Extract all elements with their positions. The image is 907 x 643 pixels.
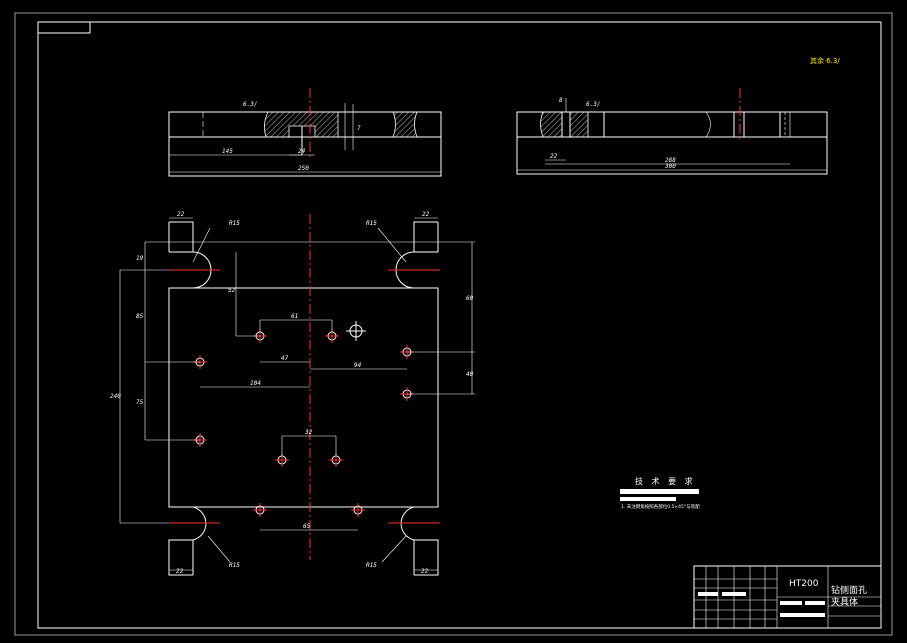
dim-61: 61 bbox=[291, 313, 298, 320]
dim-22-top-left: 22 bbox=[177, 211, 185, 218]
part-name-line1: 钻侧面孔 bbox=[831, 584, 867, 596]
section-right-dim-8: 8 bbox=[559, 97, 563, 104]
dim-94: 94 bbox=[354, 362, 362, 369]
dim-r15-top-right: R15 bbox=[366, 220, 377, 227]
dim-22-bottom-right: 22 bbox=[421, 568, 429, 575]
outer-border bbox=[14, 12, 893, 636]
inner-border bbox=[37, 21, 882, 629]
dim-75: 75 bbox=[136, 399, 144, 406]
tech-req-note: 1. 未注倒角按照各部位0.5×45°与装配 bbox=[621, 503, 700, 510]
dim-24: 24 bbox=[298, 148, 306, 155]
dim-22-top-right: 22 bbox=[422, 211, 430, 218]
dim-19: 19 bbox=[136, 255, 144, 262]
dim-60: 60 bbox=[466, 295, 474, 302]
dim-r15-bottom-right: R15 bbox=[366, 562, 377, 569]
technical-requirements: 技 术 要 求 1. 未注倒角按照各部位0.5×45°与装配 bbox=[620, 476, 700, 510]
dim-32: 32 bbox=[304, 429, 313, 436]
section-right-outline bbox=[516, 111, 828, 175]
dim-r15-bottom-left: R15 bbox=[229, 562, 240, 569]
roughness-note: 其余 6.3/ bbox=[810, 56, 840, 65]
dim-288: 288 bbox=[665, 157, 676, 164]
section-right-roughness: 6.3/ bbox=[586, 101, 601, 108]
hole-10 bbox=[253, 503, 267, 517]
dim-85: 85 bbox=[136, 313, 144, 320]
material-label: HT200 bbox=[789, 579, 819, 589]
section-left-hatch-2 bbox=[392, 111, 418, 138]
dim-145: 145 bbox=[222, 148, 233, 155]
dim-300: 300 bbox=[664, 163, 676, 170]
dim-47: 47 bbox=[281, 355, 289, 362]
dim-240: 240 bbox=[110, 393, 121, 400]
dim-r15-top-left: R15 bbox=[229, 220, 240, 227]
part-name-line2: 夹具体 bbox=[831, 596, 858, 608]
dim-104: 104 bbox=[250, 380, 261, 387]
section-left-hatch-1 bbox=[264, 111, 339, 138]
dim-22-bottom-left: 22 bbox=[176, 568, 184, 575]
plan-outline bbox=[168, 221, 439, 576]
dim-65: 65 bbox=[303, 523, 311, 530]
hole-11 bbox=[351, 503, 365, 517]
hole-3 bbox=[346, 321, 366, 341]
dim-250: 250 bbox=[298, 165, 309, 172]
dim-40: 40 bbox=[466, 371, 474, 378]
plan-view: 22 22 R15 R15 R15 R15 22 22 19 52 85 240… bbox=[110, 211, 475, 576]
corner-code-box bbox=[37, 21, 91, 34]
section-left-roughness: 6.3/ bbox=[243, 101, 258, 108]
title-block: HT200 钻侧面孔 夹具体 bbox=[693, 565, 882, 629]
tech-req-title: 技 术 要 求 bbox=[635, 476, 696, 486]
section-view-left: 6.3/ 145 24 250 7 bbox=[168, 88, 442, 177]
dim-7: 7 bbox=[357, 125, 361, 132]
dim-52: 52 bbox=[228, 287, 236, 294]
dim-22-right: 22 bbox=[550, 153, 558, 160]
section-view-right: 8 6.3/ 22 288 300 bbox=[516, 88, 828, 175]
